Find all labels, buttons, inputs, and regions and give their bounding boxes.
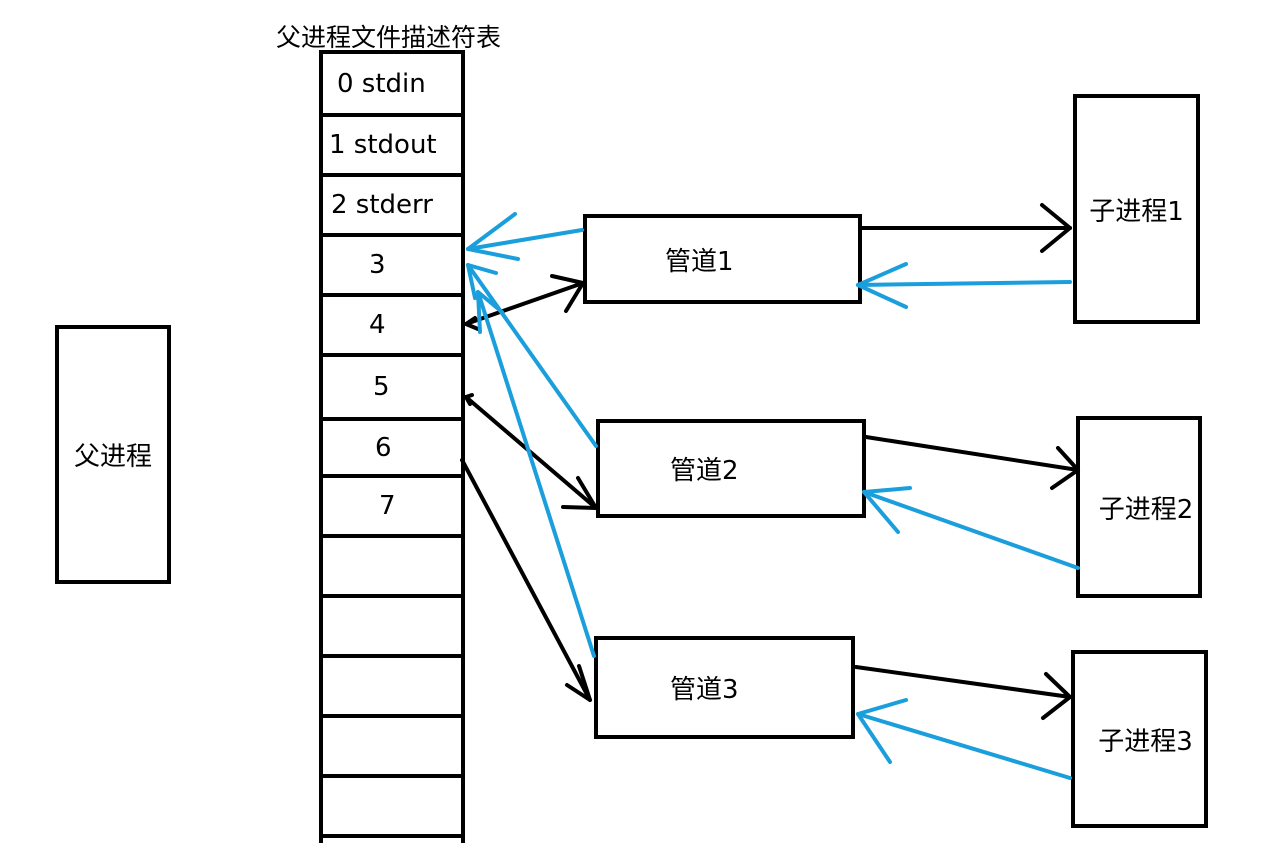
fd-row-label: 7 xyxy=(379,491,396,521)
child-2-label: 子进程2 xyxy=(1098,494,1194,525)
fd-row-0: 0 stdin xyxy=(323,54,461,117)
fd-row-empty xyxy=(323,778,461,838)
arrow-child3-to-pipe3 xyxy=(856,712,1072,780)
fd-row-6: 6 xyxy=(323,421,461,478)
arrow-pipe3-to-fd3 xyxy=(476,290,596,658)
fd-row-empty xyxy=(323,538,461,598)
fd-row-1: 1 stdout xyxy=(323,117,461,177)
fd-row-4: 4 xyxy=(323,297,461,357)
parent-process-label: 父进程 xyxy=(73,442,152,472)
arrowhead-pipe1-to-fd3 xyxy=(466,212,520,261)
fd-table-title: 父进程文件描述符表 xyxy=(276,23,502,52)
fd-row-label: 0 stdin xyxy=(337,68,426,99)
arrowhead-child1-to-pipe1 xyxy=(856,262,908,309)
fd-row-5: 5 xyxy=(323,357,461,421)
child-3-box: 子进程3 xyxy=(1071,650,1208,828)
fd-row-label: 6 xyxy=(375,432,392,463)
fd-row-empty xyxy=(323,718,461,778)
arrowhead-fd4-to-pipe1 xyxy=(550,274,585,313)
child-1-box: 子进程1 xyxy=(1073,94,1200,324)
read-arrows xyxy=(466,212,1080,780)
arrowhead-fd6-to-pipe3 xyxy=(565,664,592,702)
arrow-pipe1-to-fd3 xyxy=(466,228,584,251)
fd-row-empty xyxy=(323,598,461,658)
fd-row-label: 2 stderr xyxy=(331,190,433,220)
arrowhead-pipe3-to-fd3 xyxy=(476,290,504,334)
fd-row-label: 4 xyxy=(369,310,386,340)
arrowhead-child3-to-pipe3 xyxy=(856,698,908,764)
arrow-pipe2-to-fd3 xyxy=(466,263,598,448)
fd-row-empty xyxy=(323,658,461,718)
pipe-3-label: 管道3 xyxy=(670,675,739,705)
pipe-2-label: 管道2 xyxy=(670,456,739,486)
arrowhead-pipe2-to-fd3 xyxy=(466,263,498,300)
arrowtail-fd4 xyxy=(464,316,480,331)
arrow-fd6-to-pipe3 xyxy=(460,458,592,702)
arrowhead-pipe2-to-child2 xyxy=(1050,446,1080,490)
arrowtail-fd5 xyxy=(464,393,474,406)
fd-row-label: 1 stdout xyxy=(329,130,437,160)
arrowhead-fd5-to-pipe2 xyxy=(561,476,598,510)
fd-row-label: 3 xyxy=(369,250,386,280)
fd-row-7: 7 xyxy=(323,478,461,538)
arrowhead-pipe3-to-child3 xyxy=(1041,672,1072,720)
pipe-1-label: 管道1 xyxy=(665,246,734,277)
pipe-3-box: 管道3 xyxy=(594,636,855,739)
fd-row-label: 5 xyxy=(373,372,390,402)
arrowhead-pipe1-to-child1 xyxy=(1040,203,1072,253)
parent-process-box: 父进程 xyxy=(55,325,171,584)
arrow-child2-to-pipe2 xyxy=(862,490,1080,570)
pipe-2-box: 管道2 xyxy=(596,419,866,518)
arrow-pipe3-to-child3 xyxy=(854,665,1072,699)
child-3-label: 子进程3 xyxy=(1098,726,1193,757)
child-1-label: 子进程1 xyxy=(1089,196,1184,227)
arrow-pipe2-to-child2 xyxy=(864,435,1080,472)
child-2-box: 子进程2 xyxy=(1076,416,1202,598)
arrow-child1-to-pipe1 xyxy=(856,280,1072,287)
fd-row-2: 2 stderr xyxy=(323,177,461,237)
pipe-1-box: 管道1 xyxy=(583,214,862,304)
arrowhead-child2-to-pipe2 xyxy=(862,486,912,534)
fd-row-3: 3 xyxy=(323,237,461,297)
fd-table: 0 stdin 1 stdout 2 stderr 3 4 5 6 7 xyxy=(319,50,465,843)
